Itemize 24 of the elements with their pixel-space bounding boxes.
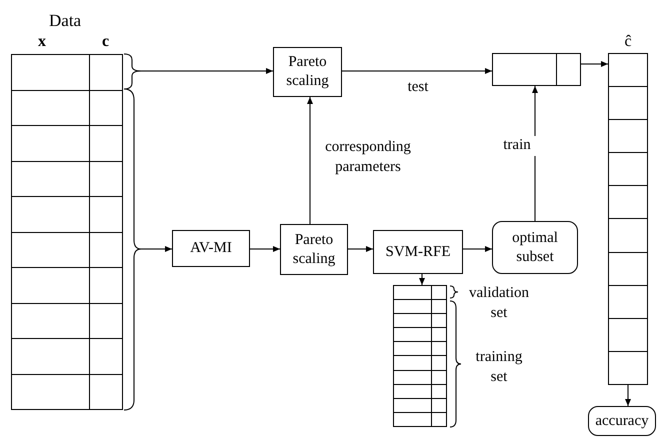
process-box: AV-MI bbox=[172, 230, 250, 267]
arrow bbox=[250, 246, 280, 252]
process-box: Pareto scaling bbox=[273, 47, 342, 97]
column-label: c bbox=[102, 34, 110, 50]
arrow bbox=[419, 274, 425, 286]
arrow bbox=[580, 61, 608, 67]
process-box: Pareto scaling bbox=[280, 224, 348, 275]
arrow bbox=[140, 246, 172, 252]
record-box bbox=[492, 53, 581, 86]
arrow bbox=[342, 68, 492, 74]
arrow bbox=[462, 246, 492, 252]
column-label: x bbox=[38, 34, 46, 50]
rounded-box: optimal subset bbox=[492, 221, 578, 274]
arrow bbox=[625, 384, 631, 406]
arrow bbox=[348, 246, 374, 252]
arrow bbox=[140, 68, 274, 74]
side-note: training set bbox=[474, 348, 524, 386]
arrow bbox=[307, 96, 313, 224]
side-note: validation set bbox=[468, 284, 530, 322]
column-heading: ĉ bbox=[624, 34, 632, 52]
table-heading: Data bbox=[49, 12, 82, 29]
rounded-box: accuracy bbox=[588, 406, 656, 436]
small-table bbox=[393, 285, 447, 427]
process-box: SVM-RFE bbox=[373, 230, 463, 274]
